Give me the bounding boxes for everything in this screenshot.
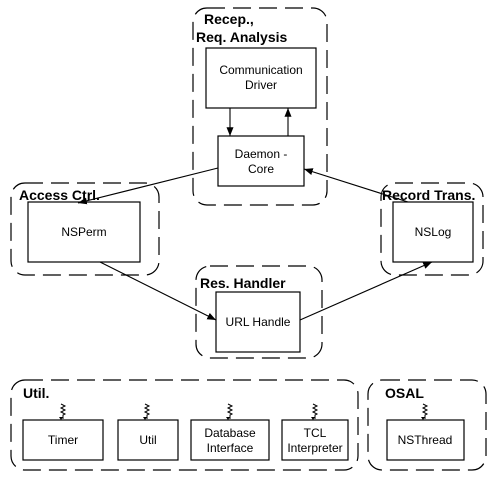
thread-arrow-timer-icon	[59, 403, 67, 419]
nsthread-label: NSThread	[398, 433, 453, 447]
group-recep-req-analysis	[192, 7, 328, 206]
arrow-url-to-nslog	[299, 261, 433, 321]
group-label-util: Util.	[23, 385, 49, 401]
group-record-trans	[380, 182, 484, 276]
url-handle-label: URL Handle	[226, 315, 291, 329]
group-label-recep-2: Req. Analysis	[196, 29, 288, 45]
url-handle-box	[215, 291, 301, 353]
util-label: Util	[139, 433, 156, 447]
timer-box	[22, 419, 104, 461]
arrow-nslog-to-daemon	[303, 168, 409, 203]
thread-arrow-nsthread-icon	[421, 403, 429, 419]
group-label-record: Record Trans.	[382, 187, 475, 203]
arrow-daemon-to-nsperm	[77, 167, 219, 205]
daemon-core-label-1: Daemon -	[235, 147, 288, 161]
nsthread-box	[386, 419, 465, 461]
timer-label: Timer	[48, 433, 78, 447]
nslog-box	[392, 201, 474, 263]
tcl-label-1: TCL	[304, 426, 327, 440]
comm-driver-label-1: Communication	[219, 63, 302, 77]
tcl-label-2: Interpreter	[287, 441, 342, 455]
group-osal	[367, 379, 487, 471]
thread-arrow-util-icon	[143, 403, 151, 419]
nsperm-label: NSPerm	[61, 225, 106, 239]
db-interface-label-2: Interface	[207, 441, 254, 455]
arrow-nsperm-to-url	[99, 261, 217, 321]
util-box	[117, 419, 179, 461]
group-access-ctrl	[10, 182, 160, 276]
comm-driver-box	[205, 47, 317, 109]
db-interface-label-1: Database	[204, 426, 256, 440]
daemon-core-box	[217, 135, 305, 187]
group-label-osal: OSAL	[385, 385, 424, 401]
thread-arrow-db-icon	[226, 403, 234, 419]
group-util	[10, 379, 359, 471]
nslog-label: NSLog	[415, 225, 452, 239]
daemon-core-label-2: Core	[248, 162, 274, 176]
group-label-recep-1: Recep.,	[204, 11, 254, 27]
db-interface-box	[190, 419, 270, 461]
tcl-interpreter-box	[281, 419, 349, 461]
group-label-res-handler: Res. Handler	[200, 275, 286, 291]
comm-driver-label-2: Driver	[245, 78, 277, 92]
nsperm-box	[27, 201, 141, 263]
thread-arrow-tcl-icon	[311, 403, 319, 419]
